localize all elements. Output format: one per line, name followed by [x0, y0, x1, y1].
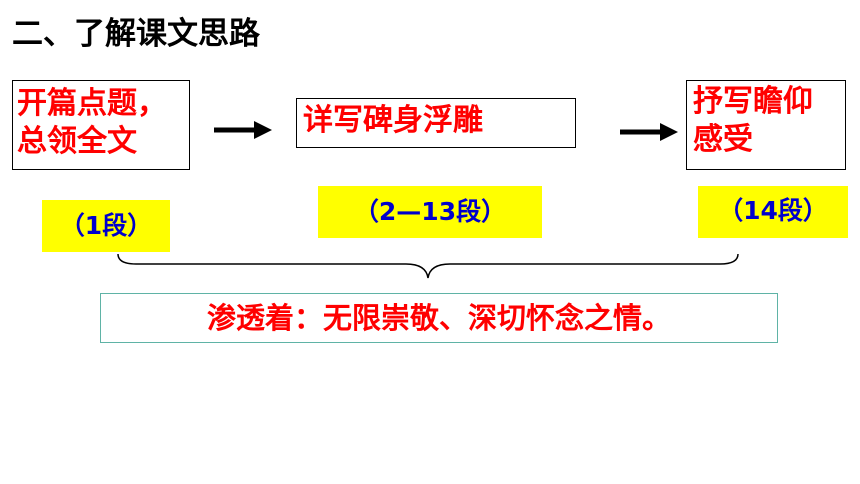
- summary-box: 渗透着：无限崇敬、深切怀念之情。: [100, 293, 778, 343]
- step-box-intro: 开篇点题， 总领全文: [12, 80, 190, 170]
- arrow-right-icon: [214, 121, 272, 139]
- paragraph-tag-feelings: （14段）: [698, 186, 848, 238]
- curly-brace-icon: [117, 253, 739, 279]
- step-intro-line-2: 总领全文: [17, 124, 137, 159]
- arrow-right-icon: [620, 123, 678, 141]
- step-intro-line-1: 开篇点题，: [17, 86, 167, 121]
- step-feelings-line-2: 感受: [693, 122, 753, 157]
- paragraph-tag-detail: （2—13段）: [318, 186, 542, 238]
- step-box-detail: 详写碑身浮雕: [296, 98, 576, 148]
- step-feelings-line-1: 抒写瞻仰: [693, 84, 813, 119]
- step-detail-line-1: 详写碑身浮雕: [303, 103, 483, 138]
- slide-title: 二、了解课文思路: [12, 16, 260, 52]
- step-box-feelings: 抒写瞻仰 感受: [686, 80, 846, 170]
- paragraph-tag-intro: （1段）: [42, 200, 170, 252]
